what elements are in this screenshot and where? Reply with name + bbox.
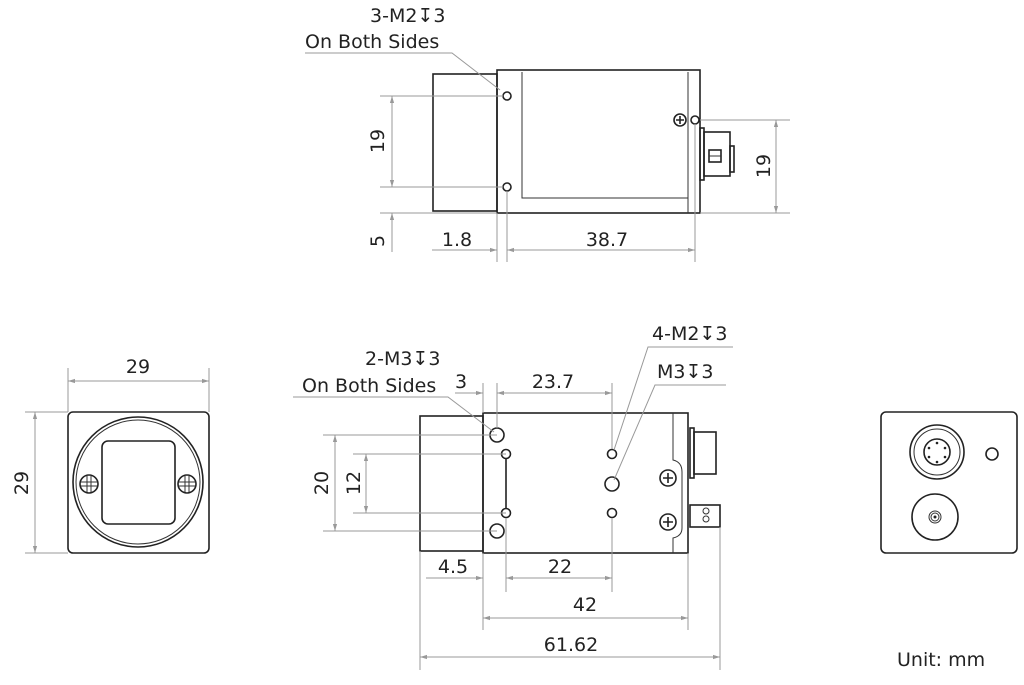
mount-hole	[502, 182, 512, 192]
lens-ring	[72, 416, 204, 548]
screw-icon	[177, 474, 197, 494]
callout-sides: On Both Sides	[305, 31, 439, 53]
callout-sides: On Both Sides	[302, 375, 436, 397]
mount-hole-m2	[606, 507, 618, 519]
dim-label: 61.62	[544, 634, 598, 656]
led-indicator	[985, 447, 999, 461]
unit-label: Unit: mm	[897, 649, 985, 671]
front-view: 29 29	[11, 356, 210, 554]
dim-label: 22	[548, 556, 572, 578]
callout-thread-right-small: 4-M2↧3	[652, 323, 727, 345]
front-face	[67, 411, 210, 554]
top-side-view: 3-M2↧3 On Both Sides 19 5 1.8 38.7 19	[305, 5, 790, 262]
connector	[699, 127, 735, 181]
dim-label: 5	[367, 235, 389, 247]
callout-leader	[305, 52, 501, 91]
screw-icon	[673, 113, 687, 127]
callout-leader	[613, 384, 726, 481]
dim-label: 29	[11, 471, 33, 495]
extension-lines	[482, 383, 613, 449]
rear-view	[880, 411, 1018, 554]
extension-lines	[25, 368, 210, 554]
extension-lines	[380, 95, 790, 214]
extension-lines	[419, 518, 721, 670]
dim-label: 29	[126, 356, 150, 378]
mount-hole	[690, 115, 700, 125]
screw-icon	[659, 469, 677, 487]
io-connector	[909, 424, 965, 480]
callout-leader	[293, 396, 495, 433]
callout-thread-right-large: M3↧3	[657, 361, 714, 383]
mount-hole	[502, 91, 512, 101]
callout-thread: 3-M2↧3	[370, 5, 445, 27]
camera-body	[482, 412, 689, 554]
dim-label: 4.5	[438, 556, 468, 578]
extension-lines	[323, 434, 506, 532]
sensor-window	[101, 440, 176, 525]
callout-leader	[613, 346, 733, 451]
bottom-side-view: 2-M3↧3 On Both Sides 4-M2↧3 M3↧3 3 23.7 …	[293, 323, 733, 670]
network-connector	[911, 493, 959, 541]
camera-body	[496, 69, 701, 214]
dim-label: 12	[343, 471, 365, 495]
mount-hole-m3	[604, 476, 620, 492]
callout-thread-left: 2-M3↧3	[365, 348, 440, 370]
dim-label: 3	[455, 371, 467, 393]
dim-label: 42	[573, 594, 597, 616]
rear-face	[880, 411, 1018, 554]
screw-icon	[79, 474, 99, 494]
dim-label: 38.7	[586, 229, 628, 251]
dim-label: 19	[753, 154, 775, 178]
mount-hole-m2	[606, 448, 618, 460]
dim-label: 20	[311, 471, 333, 495]
dim-label: 23.7	[532, 371, 574, 393]
dim-label: 1.8	[442, 229, 472, 251]
screw-icon	[659, 513, 677, 531]
connector	[689, 427, 721, 528]
dim-label: 19	[367, 129, 389, 153]
body-detail-lines	[672, 413, 683, 553]
lens-mount	[432, 73, 498, 212]
body-detail-lines	[521, 72, 689, 213]
